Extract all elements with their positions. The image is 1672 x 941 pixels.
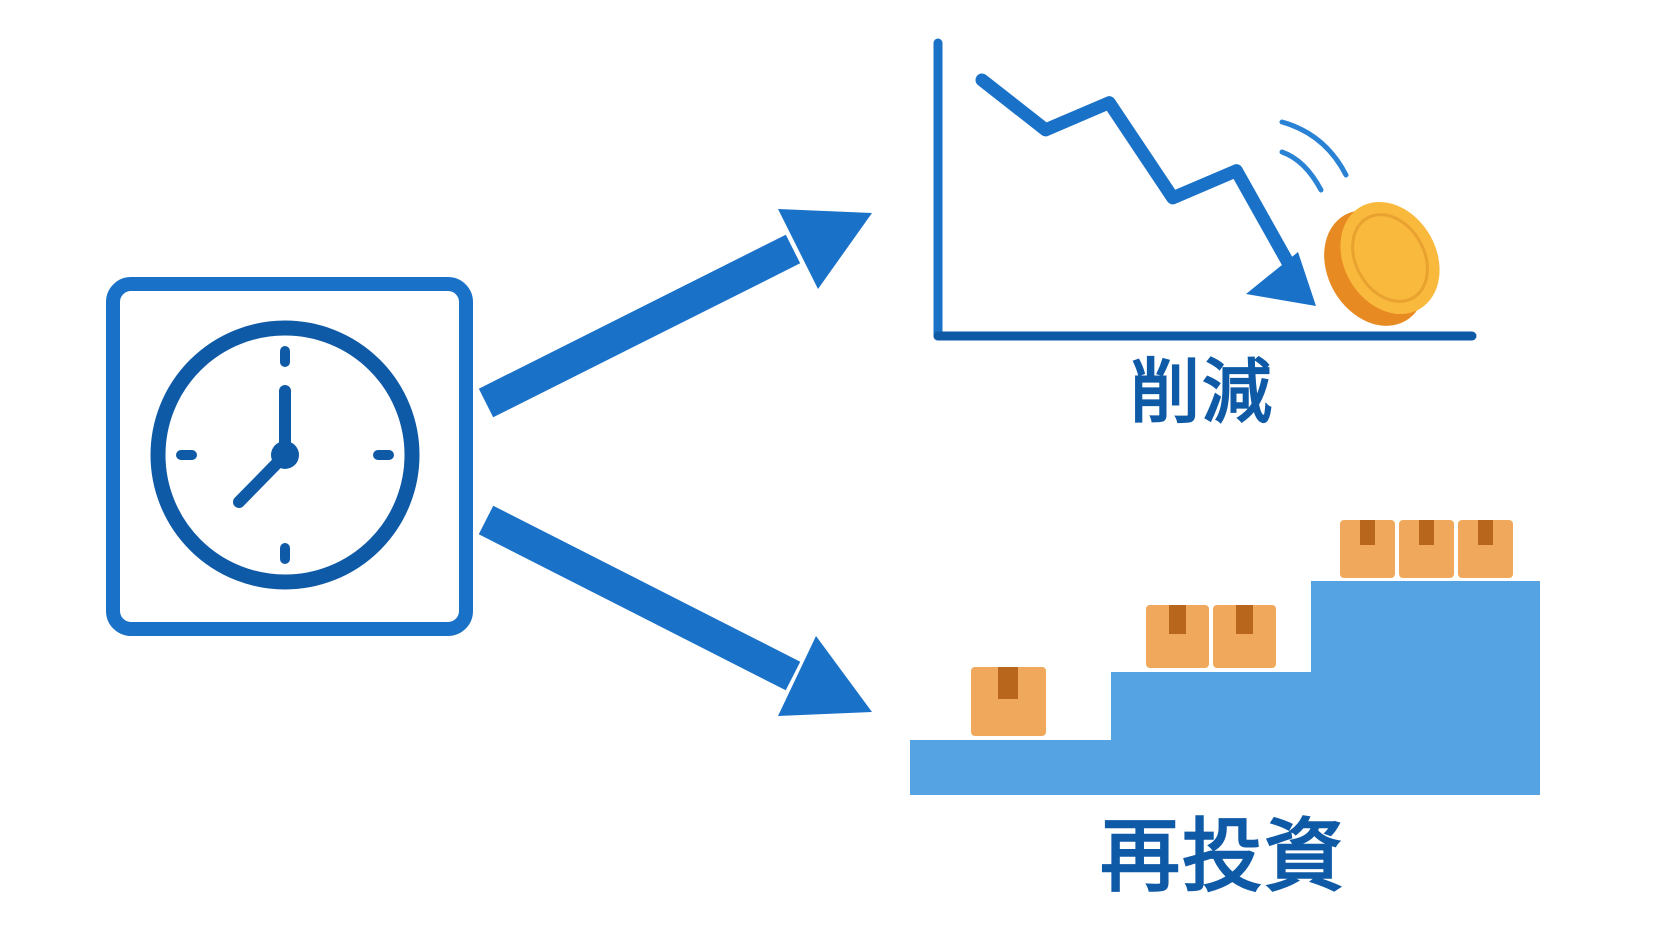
arrow-to-reduce-head: [778, 209, 872, 289]
box-tape: [1236, 605, 1253, 634]
chart-series-line: [975, 73, 1307, 291]
coin-motion-line-inner: [1279, 149, 1324, 193]
box-body: [1213, 605, 1276, 668]
arrow-to-reinvest: [478, 505, 872, 716]
clock-face: [150, 320, 420, 590]
box-body: [1146, 605, 1209, 668]
box-icon: [971, 667, 1046, 736]
box-icon: [1146, 605, 1209, 668]
chart-series-path: [975, 73, 1307, 291]
box-icon: [1458, 520, 1513, 578]
box-tape: [1169, 605, 1186, 634]
box-tape: [1478, 520, 1493, 545]
box-tape: [998, 667, 1018, 699]
stair-step-3: [1311, 581, 1540, 795]
staircase-icon: [910, 520, 1540, 795]
clock-frame: [106, 277, 473, 636]
reduce-label: 削減: [1130, 351, 1274, 433]
clock-icon: [106, 277, 473, 636]
arrow-to-reduce-shaft: [478, 234, 801, 418]
box-icon: [1399, 520, 1454, 578]
arrow-to-reduce: [478, 209, 872, 418]
box-icon: [1340, 520, 1395, 578]
box-body: [971, 667, 1046, 736]
declining-chart-icon: [933, 38, 1477, 341]
chart-line-arrowhead: [1246, 252, 1316, 306]
box-tape: [1360, 520, 1375, 545]
reinvest-label: 再投資: [1100, 810, 1346, 903]
arrow-to-reinvest-head: [778, 636, 872, 716]
coin-motion-line-outer: [1279, 119, 1349, 178]
arrow-to-reinvest-shaft: [478, 505, 801, 691]
coin-face: [1340, 201, 1440, 315]
box-tape: [1419, 520, 1434, 545]
coin-icon: [1279, 119, 1440, 326]
box-icon: [1213, 605, 1276, 668]
coin-rim: [1351, 213, 1429, 303]
box-body: [1399, 520, 1454, 578]
box-body: [1458, 520, 1513, 578]
clock-center: [271, 441, 299, 469]
box-body: [1340, 520, 1395, 578]
